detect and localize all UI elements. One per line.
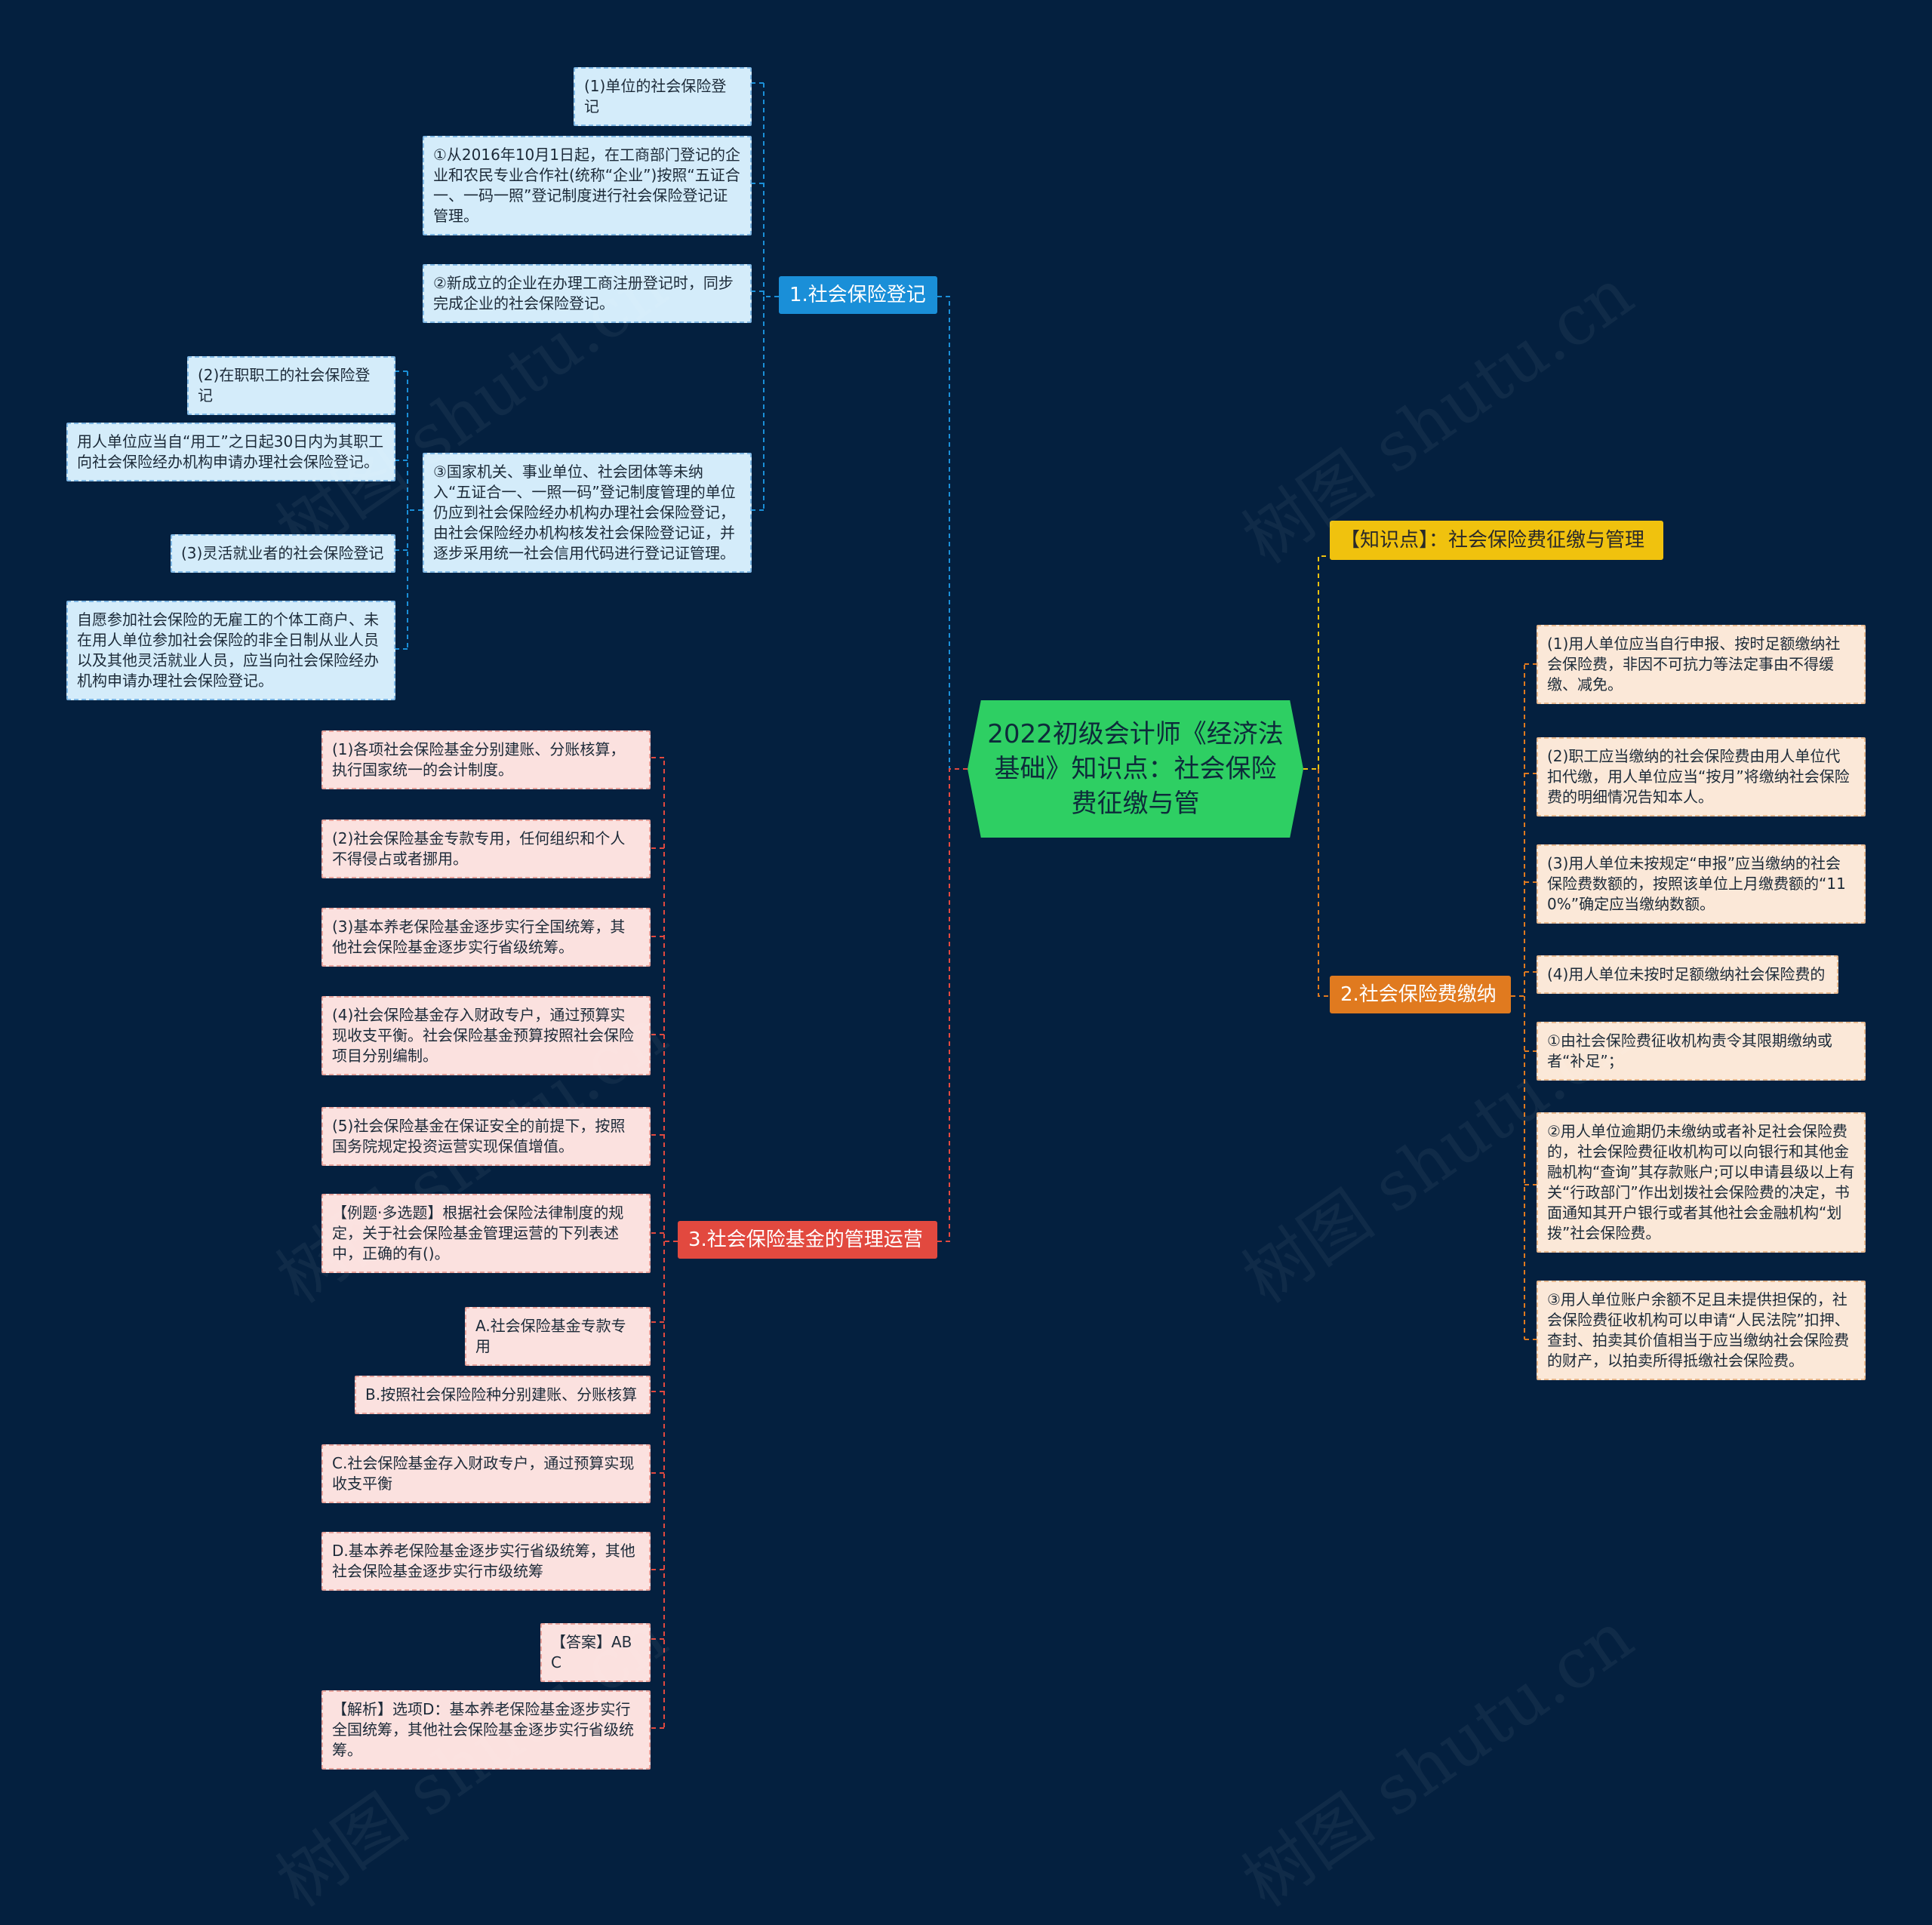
node-text: 【答案】ABC: [551, 1633, 632, 1671]
node-text: 【解析】选项D：基本养老保险基金逐步实行全国统筹，其他社会保险基金逐步实行省级统…: [332, 1700, 634, 1759]
b2-undeclared[interactable]: (3)用人单位未按规定“申报”应当缴纳的社会保险费数额的，按照该单位上月缴费额的…: [1537, 844, 1866, 924]
link-root-b2: [1318, 769, 1330, 997]
b2-withholding[interactable]: (2)职工应当缴纳的社会保险费由用人单位代扣代缴，用人单位应当“按月”将缴纳社会…: [1537, 737, 1866, 816]
b3-example-question[interactable]: 【例题·多选题】根据社会保险法律制度的规定，关于社会保险基金管理运营的下列表述中…: [321, 1194, 651, 1273]
b3-explanation[interactable]: 【解析】选项D：基本养老保险基金逐步实行全国统筹，其他社会保险基金逐步实行省级统…: [321, 1690, 651, 1770]
b1-flexible-rule[interactable]: 自愿参加社会保险的无雇工的个体工商户、未在用人单位参加社会保险的非全日制从业人员…: [66, 601, 395, 700]
b2-overdue[interactable]: (4)用人单位未按时足额缴纳社会保险费的: [1537, 955, 1838, 994]
link-b1-spine: [763, 83, 779, 510]
link-n4-spine: [407, 371, 423, 649]
b3-dedicated-use[interactable]: (2)社会保险基金专款专用，任何组织和个人不得侵占或者挪用。: [321, 820, 651, 878]
b3-option-b[interactable]: B.按照社会保险险种分别建账、分账核算: [355, 1376, 651, 1414]
link-b2-spine: [1511, 664, 1525, 1339]
b3-investment[interactable]: (5)社会保险基金在保证安全的前提下，按照国务院规定投资运营实现保值增值。: [321, 1107, 651, 1166]
node-text: (1)各项社会保险基金分别建账、分账核算，执行国家统一的会计制度。: [332, 740, 626, 779]
b3-overall-planning[interactable]: (3)基本养老保险基金逐步实行全国统筹，其他社会保险基金逐步实行省级统筹。: [321, 908, 651, 967]
b3-separate-accounts[interactable]: (1)各项社会保险基金分别建账、分账核算，执行国家统一的会计制度。: [321, 730, 651, 789]
branch-label: 【知识点】：社会保险费征缴与管理: [1340, 529, 1645, 552]
node-text: (2)在职职工的社会保险登记: [198, 366, 371, 404]
node-text: A.社会保险基金专款专用: [475, 1317, 626, 1355]
node-text: (4)用人单位未按时足额缴纳社会保险费的: [1547, 965, 1826, 983]
b1-employee-rule[interactable]: 用人单位应当自“用工”之日起30日内为其职工向社会保险经办机构申请办理社会保险登…: [66, 423, 395, 481]
branch-social-insurance-registration[interactable]: 1.社会保险登记: [779, 276, 937, 314]
node-text: ①从2016年10月1日起，在工商部门登记的企业和农民专业合作社(统称“企业”)…: [433, 146, 741, 225]
node-text: ③国家机关、事业单位、社会团体等未纳入“五证合一、一照一码”登记制度管理的单位仍…: [433, 463, 736, 562]
node-text: 用人单位应当自“用工”之日起30日内为其职工向社会保险经办机构申请办理社会保险登…: [77, 432, 384, 471]
b3-option-a[interactable]: A.社会保险基金专款专用: [465, 1307, 651, 1366]
mind-map-canvas: 2022初级会计师《经济法基础》知识点：社会保险费征缴与管 1.社会保险登记 (…: [66, 67, 1866, 1923]
b3-option-c[interactable]: C.社会保险基金存入财政专户，通过预算实现收支平衡: [321, 1444, 651, 1503]
branch-fund-management[interactable]: 3.社会保险基金的管理运营: [678, 1221, 937, 1259]
node-text: ③用人单位账户余额不足且未提供担保的，社会保险费征收机构可以申请“人民法院”扣押…: [1547, 1290, 1850, 1370]
node-text: D.基本养老保险基金逐步实行省级统筹，其他社会保险基金逐步实行市级统筹: [332, 1542, 635, 1580]
link-b3-leaves: [651, 757, 664, 1729]
node-text: (3)基本养老保险基金逐步实行全国统筹，其他社会保险基金逐步实行省级统筹。: [332, 918, 626, 956]
node-text: (3)灵活就业者的社会保险登记: [181, 544, 384, 562]
root-topic[interactable]: 2022初级会计师《经济法基础》知识点：社会保险费征缴与管: [968, 700, 1303, 838]
node-text: (4)社会保险基金存入财政专户，通过预算实现收支平衡。社会保险基金预算按照社会保…: [332, 1006, 634, 1065]
b3-answer[interactable]: 【答案】ABC: [540, 1623, 651, 1682]
b1-flexible-registration[interactable]: (3)灵活就业者的社会保险登记: [171, 534, 395, 573]
b3-option-d[interactable]: D.基本养老保险基金逐步实行省级统筹，其他社会保险基金逐步实行市级统筹: [321, 1532, 651, 1591]
branch-label: 3.社会保险基金的管理运营: [688, 1228, 923, 1251]
b1-government-units[interactable]: ③国家机关、事业单位、社会团体等未纳入“五证合一、一照一码”登记制度管理的单位仍…: [423, 453, 752, 573]
b1-employee-registration[interactable]: (2)在职职工的社会保险登记: [187, 356, 395, 415]
branch-fee-payment[interactable]: 2.社会保险费缴纳: [1330, 976, 1511, 1013]
node-text: (3)用人单位未按规定“申报”应当缴纳的社会保险费数额的，按照该单位上月缴费额的…: [1547, 854, 1846, 913]
node-text: 【例题·多选题】根据社会保险法律制度的规定，关于社会保险基金管理运营的下列表述中…: [332, 1204, 624, 1262]
b3-fiscal-account[interactable]: (4)社会保险基金存入财政专户，通过预算实现收支平衡。社会保险基金预算按照社会保…: [321, 996, 651, 1075]
node-text: ②用人单位逾期仍未缴纳或者补足社会保险费的，社会保险费征收机构可以向银行和其他金…: [1547, 1122, 1855, 1242]
branch-label: 1.社会保险登记: [789, 284, 926, 306]
node-text: ②新成立的企业在办理工商注册登记时，同步完成企业的社会保险登记。: [433, 274, 734, 312]
link-root-b3: [937, 768, 968, 1242]
node-text: (2)社会保险基金专款专用，任何组织和个人不得侵占或者挪用。: [332, 829, 626, 868]
node-text: B.按照社会保险险种分别建账、分账核算: [365, 1385, 638, 1404]
node-text: (5)社会保险基金在保证安全的前提下，按照国务院规定投资运营实现保值增值。: [332, 1117, 626, 1155]
b2-court-seizure[interactable]: ③用人单位账户余额不足且未提供担保的，社会保险费征收机构可以申请“人民法院”扣押…: [1537, 1281, 1866, 1380]
node-text: (1)用人单位应当自行申报、按时足额缴纳社会保险费，非因不可抗力等法定事由不得缓…: [1547, 635, 1841, 693]
b2-order-payment[interactable]: ①由社会保险费征收机构责令其限期缴纳或者“补足”；: [1537, 1022, 1866, 1081]
node-text: 自愿参加社会保险的无雇工的个体工商户、未在用人单位参加社会保险的非全日制从业人员…: [77, 610, 379, 690]
node-text: (2)职工应当缴纳的社会保险费由用人单位代扣代缴，用人单位应当“按月”将缴纳社会…: [1547, 747, 1850, 806]
link-b2-leaves: [1524, 663, 1537, 1340]
b1-enterprise-registration[interactable]: ①从2016年10月1日起，在工商部门登记的企业和农民专业合作社(统称“企业”)…: [423, 136, 752, 235]
node-text: ①由社会保险费征收机构责令其限期缴纳或者“补足”；: [1547, 1032, 1832, 1070]
node-text: (1)单位的社会保险登记: [584, 77, 727, 115]
branch-label: 2.社会保险费缴纳: [1340, 983, 1497, 1006]
link-root-b1: [937, 296, 968, 770]
connector-lines: [395, 82, 1537, 1729]
b2-self-declare[interactable]: (1)用人单位应当自行申报、按时足额缴纳社会保险费，非因不可抗力等法定事由不得缓…: [1537, 625, 1866, 704]
b2-bank-inquiry[interactable]: ②用人单位逾期仍未缴纳或者补足社会保险费的，社会保险费征收机构可以向银行和其他金…: [1537, 1112, 1866, 1253]
b1-unit-registration[interactable]: (1)单位的社会保险登记: [574, 67, 752, 126]
root-title: 2022初级会计师《经济法基础》知识点：社会保险费征缴与管: [987, 719, 1284, 819]
node-text: C.社会保险基金存入财政专户，通过预算实现收支平衡: [332, 1454, 635, 1493]
link-b3-spine: [663, 758, 678, 1728]
knowledge-point[interactable]: 【知识点】：社会保险费征缴与管理: [1330, 521, 1663, 560]
link-root-knowledge: [1318, 555, 1330, 769]
b1-new-enterprise[interactable]: ②新成立的企业在办理工商注册登记时，同步完成企业的社会保险登记。: [423, 264, 752, 323]
